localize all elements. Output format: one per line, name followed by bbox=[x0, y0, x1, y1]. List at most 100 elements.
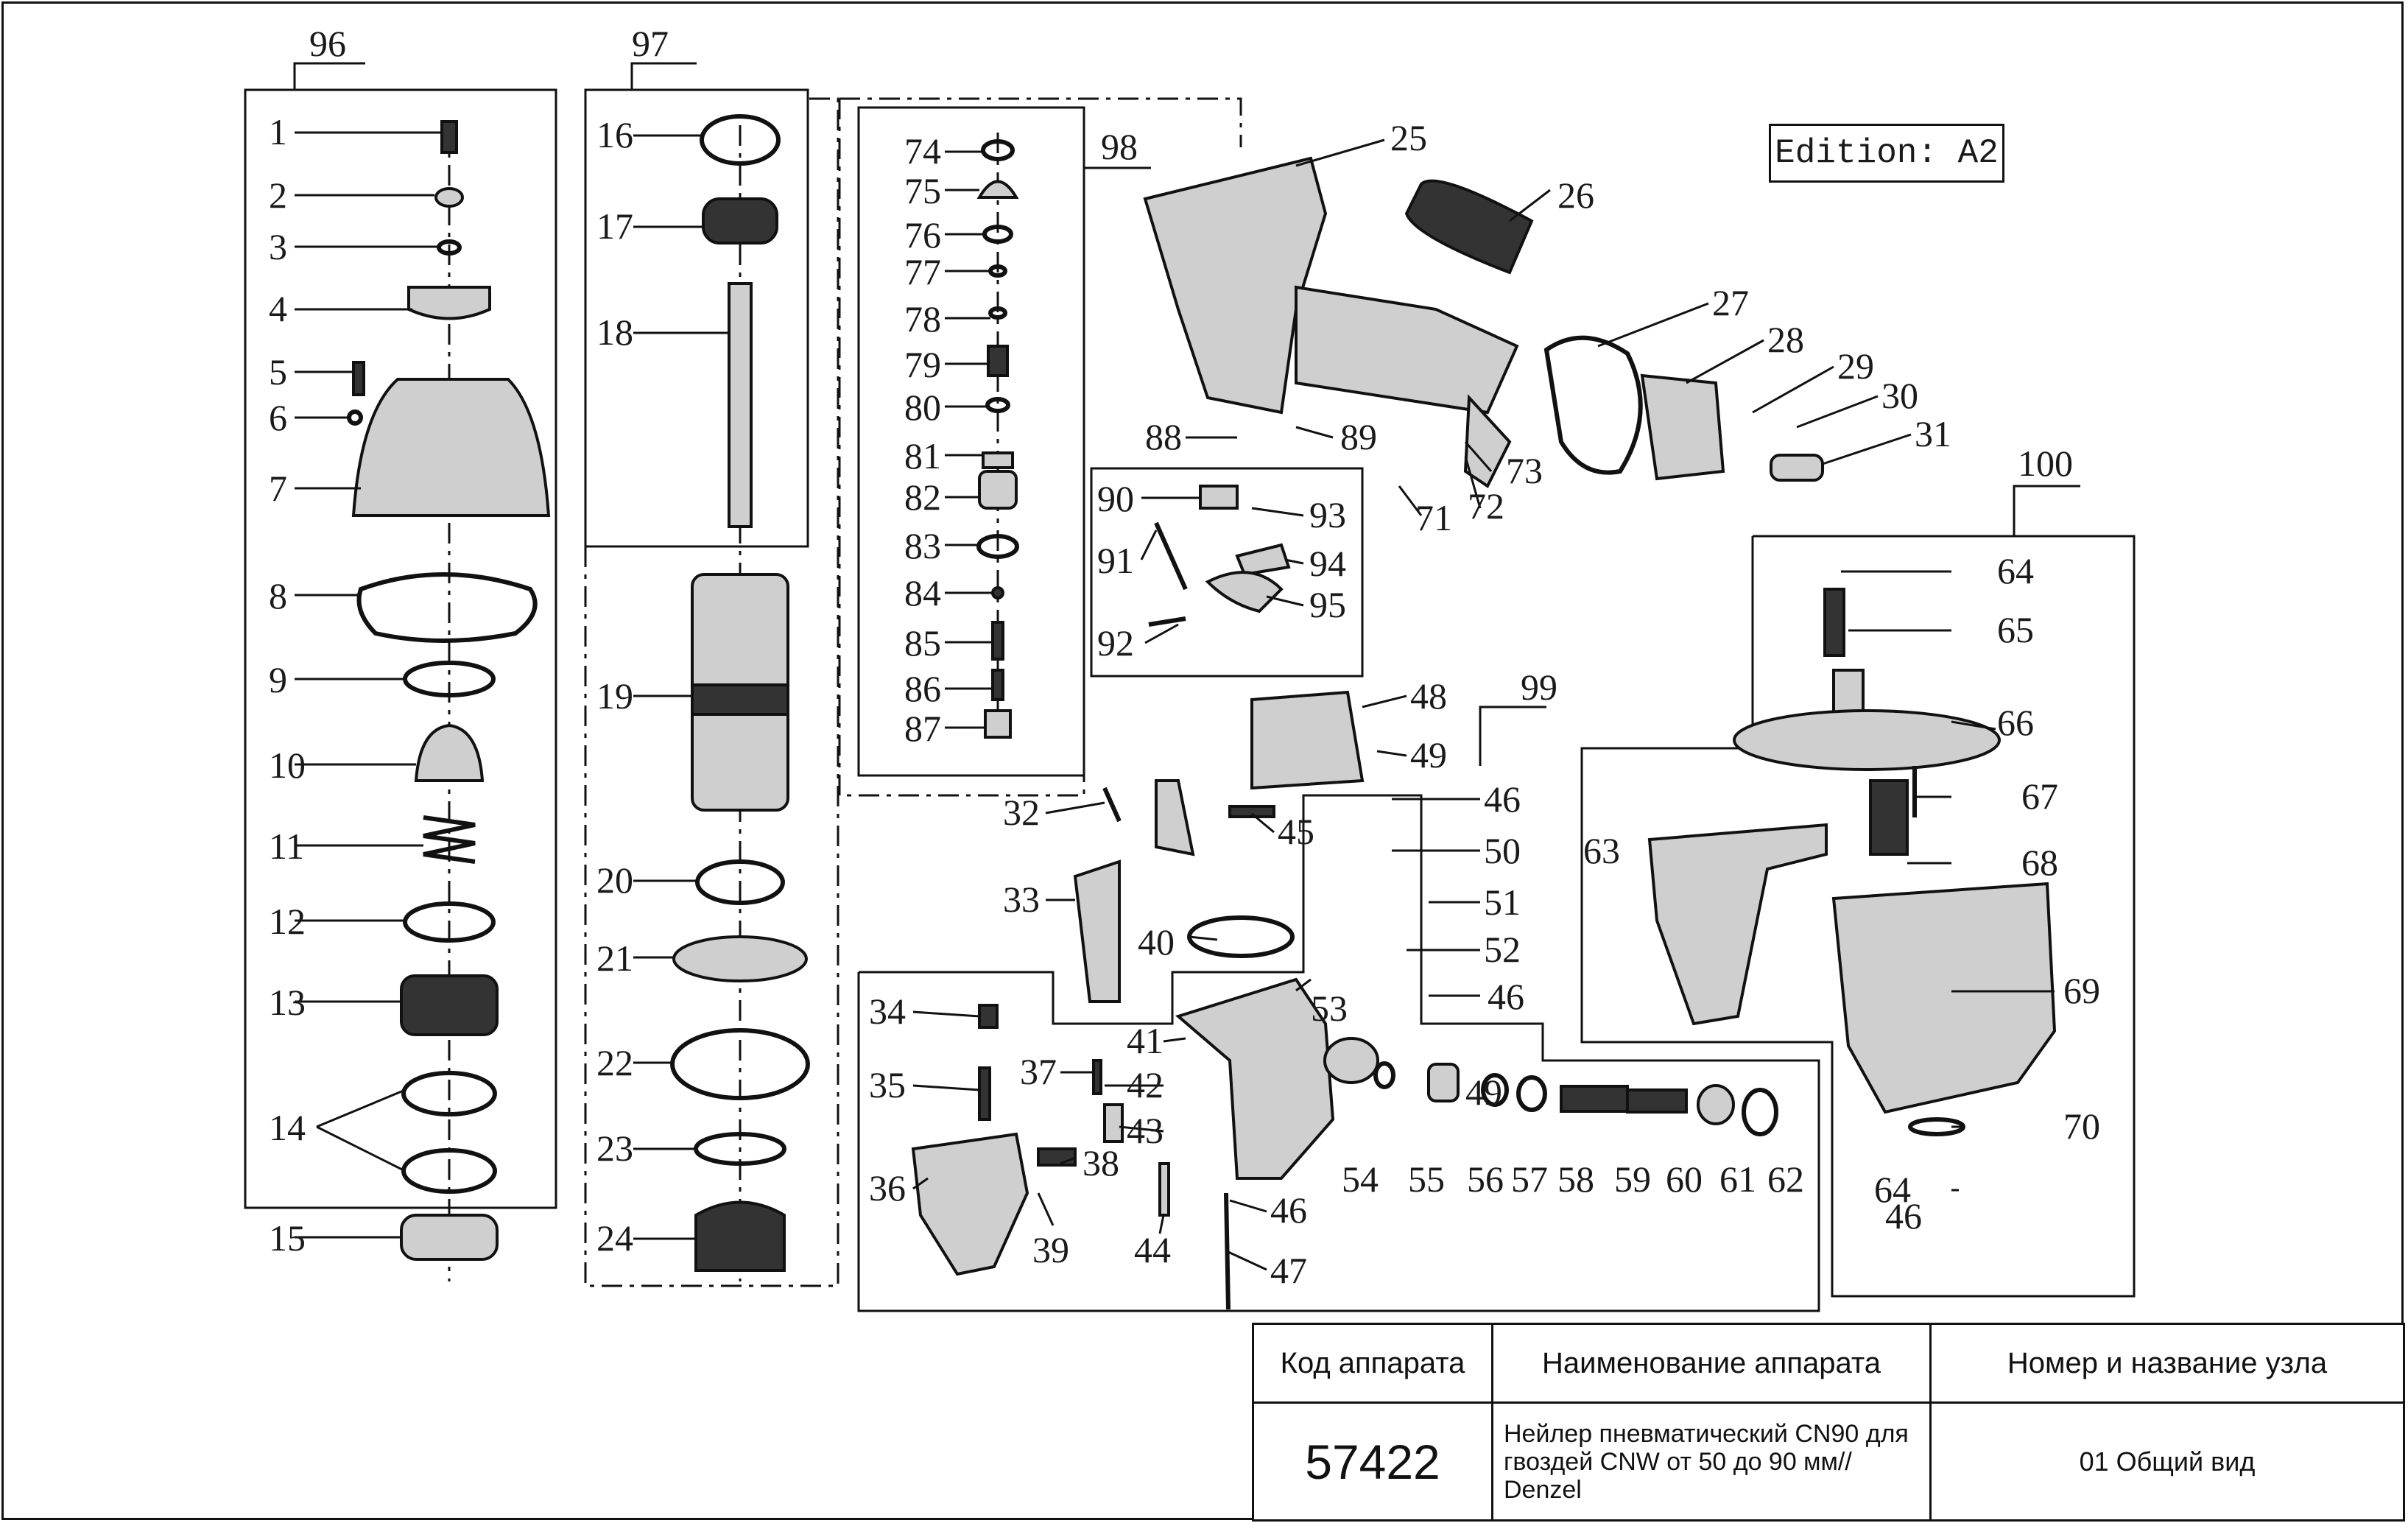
callout-44: 44 bbox=[1134, 1229, 1171, 1270]
magazine-assembly bbox=[1647, 588, 2057, 1136]
callout-62: 62 bbox=[1767, 1158, 1804, 1200]
callout-42: 42 bbox=[1127, 1064, 1163, 1105]
callout-47: 47 bbox=[1270, 1250, 1307, 1291]
callout-95: 95 bbox=[1309, 584, 1346, 625]
callout-6: 6 bbox=[269, 397, 287, 438]
callout-82: 82 bbox=[904, 476, 941, 518]
callout-48: 48 bbox=[1410, 675, 1447, 717]
callout-13: 13 bbox=[269, 982, 306, 1023]
callout-88: 88 bbox=[1145, 416, 1182, 457]
callout-24: 24 bbox=[596, 1217, 633, 1259]
callout-4: 4 bbox=[269, 288, 287, 329]
callout-72: 72 bbox=[1468, 485, 1504, 527]
callout-38: 38 bbox=[1082, 1142, 1119, 1183]
callout-64: 64 bbox=[1997, 550, 2034, 591]
group-number-98: 98 bbox=[1101, 126, 1138, 167]
callout-63: 63 bbox=[1583, 830, 1620, 871]
callout-67: 67 bbox=[2021, 775, 2058, 817]
callout-25: 25 bbox=[1390, 117, 1427, 158]
callout-66: 66 bbox=[1997, 702, 2034, 743]
callout-46-lower: 46 bbox=[1488, 976, 1524, 1017]
callout-23: 23 bbox=[596, 1128, 633, 1169]
callout-92: 92 bbox=[1097, 622, 1134, 664]
callout-60: 60 bbox=[1666, 1158, 1703, 1200]
callout-45: 45 bbox=[1278, 811, 1314, 852]
callout-1: 1 bbox=[269, 111, 287, 152]
callout-49-top: 49 bbox=[1465, 1072, 1502, 1113]
callout-84: 84 bbox=[904, 572, 941, 613]
group-99-box bbox=[857, 706, 1820, 1312]
group-number-100: 100 bbox=[2018, 443, 2073, 484]
trigger-parts bbox=[1073, 690, 1365, 1003]
callout-32: 32 bbox=[1003, 792, 1040, 833]
callout-15: 15 bbox=[269, 1217, 306, 1259]
callout-58: 58 bbox=[1557, 1158, 1594, 1200]
column-97-parts bbox=[670, 114, 810, 1272]
callout-53: 53 bbox=[1311, 988, 1348, 1029]
callout-33: 33 bbox=[1003, 879, 1040, 920]
callout-73: 73 bbox=[1506, 450, 1543, 491]
callout-91: 91 bbox=[1097, 540, 1134, 581]
callout-14: 14 bbox=[269, 1107, 306, 1148]
group-90-95-box bbox=[1090, 467, 1364, 678]
callout-30: 30 bbox=[1881, 375, 1918, 416]
callout-46: 46 bbox=[1484, 778, 1521, 820]
callout-34: 34 bbox=[869, 991, 906, 1032]
callout-10: 10 bbox=[269, 745, 306, 786]
title-block-code-header: Код аппарата bbox=[1252, 1323, 1493, 1404]
callout-78: 78 bbox=[904, 298, 941, 340]
callout-79: 79 bbox=[904, 344, 941, 385]
group-number-96: 96 bbox=[309, 23, 346, 64]
callout-40: 40 bbox=[1138, 921, 1175, 963]
callout-41: 41 bbox=[1127, 1020, 1163, 1061]
callout-87: 87 bbox=[904, 708, 941, 749]
callout-35: 35 bbox=[869, 1064, 906, 1105]
group-96-box bbox=[244, 62, 557, 1209]
callout-65: 65 bbox=[1997, 609, 2034, 650]
callout-76: 76 bbox=[904, 214, 941, 256]
callout-27: 27 bbox=[1712, 282, 1749, 323]
leader-lines bbox=[295, 131, 2055, 1271]
device-name: Нейлер пневматический CN90 для гвоздей C… bbox=[1491, 1401, 1932, 1522]
callout-5: 5 bbox=[269, 351, 287, 393]
callout-50: 50 bbox=[1484, 830, 1521, 871]
callout-57: 57 bbox=[1511, 1158, 1548, 1200]
column-96-parts bbox=[347, 120, 551, 1261]
group-97-box bbox=[584, 62, 839, 1287]
group-98-box bbox=[838, 97, 1242, 797]
callout-64-lower: 64 bbox=[1874, 1169, 1911, 1210]
housing-assembly bbox=[1143, 156, 1824, 488]
trigger-housing bbox=[911, 1004, 1170, 1276]
callout-75: 75 bbox=[904, 170, 941, 211]
callout-68: 68 bbox=[2021, 842, 2058, 883]
column-98-parts bbox=[976, 139, 1019, 739]
callout-59: 59 bbox=[1614, 1158, 1651, 1200]
callout-54: 54 bbox=[1342, 1158, 1379, 1200]
callout-7: 7 bbox=[269, 468, 287, 509]
callout-52: 52 bbox=[1484, 929, 1521, 970]
unit-name: 01 Общий вид bbox=[1929, 1401, 2405, 1522]
callout-86: 86 bbox=[904, 668, 941, 709]
callout-21: 21 bbox=[596, 938, 633, 979]
callout-81: 81 bbox=[904, 435, 941, 476]
callout-85: 85 bbox=[904, 622, 941, 664]
callout-69: 69 bbox=[2063, 970, 2100, 1011]
callout-94: 94 bbox=[1309, 543, 1346, 584]
callout-29: 29 bbox=[1837, 345, 1874, 387]
callout-46-magazine: 46 bbox=[1885, 1195, 1922, 1237]
callout-61: 61 bbox=[1719, 1158, 1756, 1200]
callout-70: 70 bbox=[2063, 1105, 2100, 1147]
callout-12: 12 bbox=[269, 901, 306, 942]
callout-18: 18 bbox=[596, 312, 633, 353]
callout-20: 20 bbox=[596, 859, 633, 901]
callout-39: 39 bbox=[1032, 1229, 1069, 1270]
title-block-name-header: Наименование аппарата bbox=[1491, 1323, 1932, 1404]
callout-11: 11 bbox=[269, 826, 304, 867]
callout-26: 26 bbox=[1557, 175, 1594, 216]
callout-77: 77 bbox=[904, 251, 941, 292]
edition-label: Edition: A2 bbox=[1769, 124, 2004, 183]
callout-55: 55 bbox=[1408, 1158, 1445, 1200]
callout-51: 51 bbox=[1484, 882, 1521, 923]
device-code: 57422 bbox=[1252, 1401, 1493, 1522]
